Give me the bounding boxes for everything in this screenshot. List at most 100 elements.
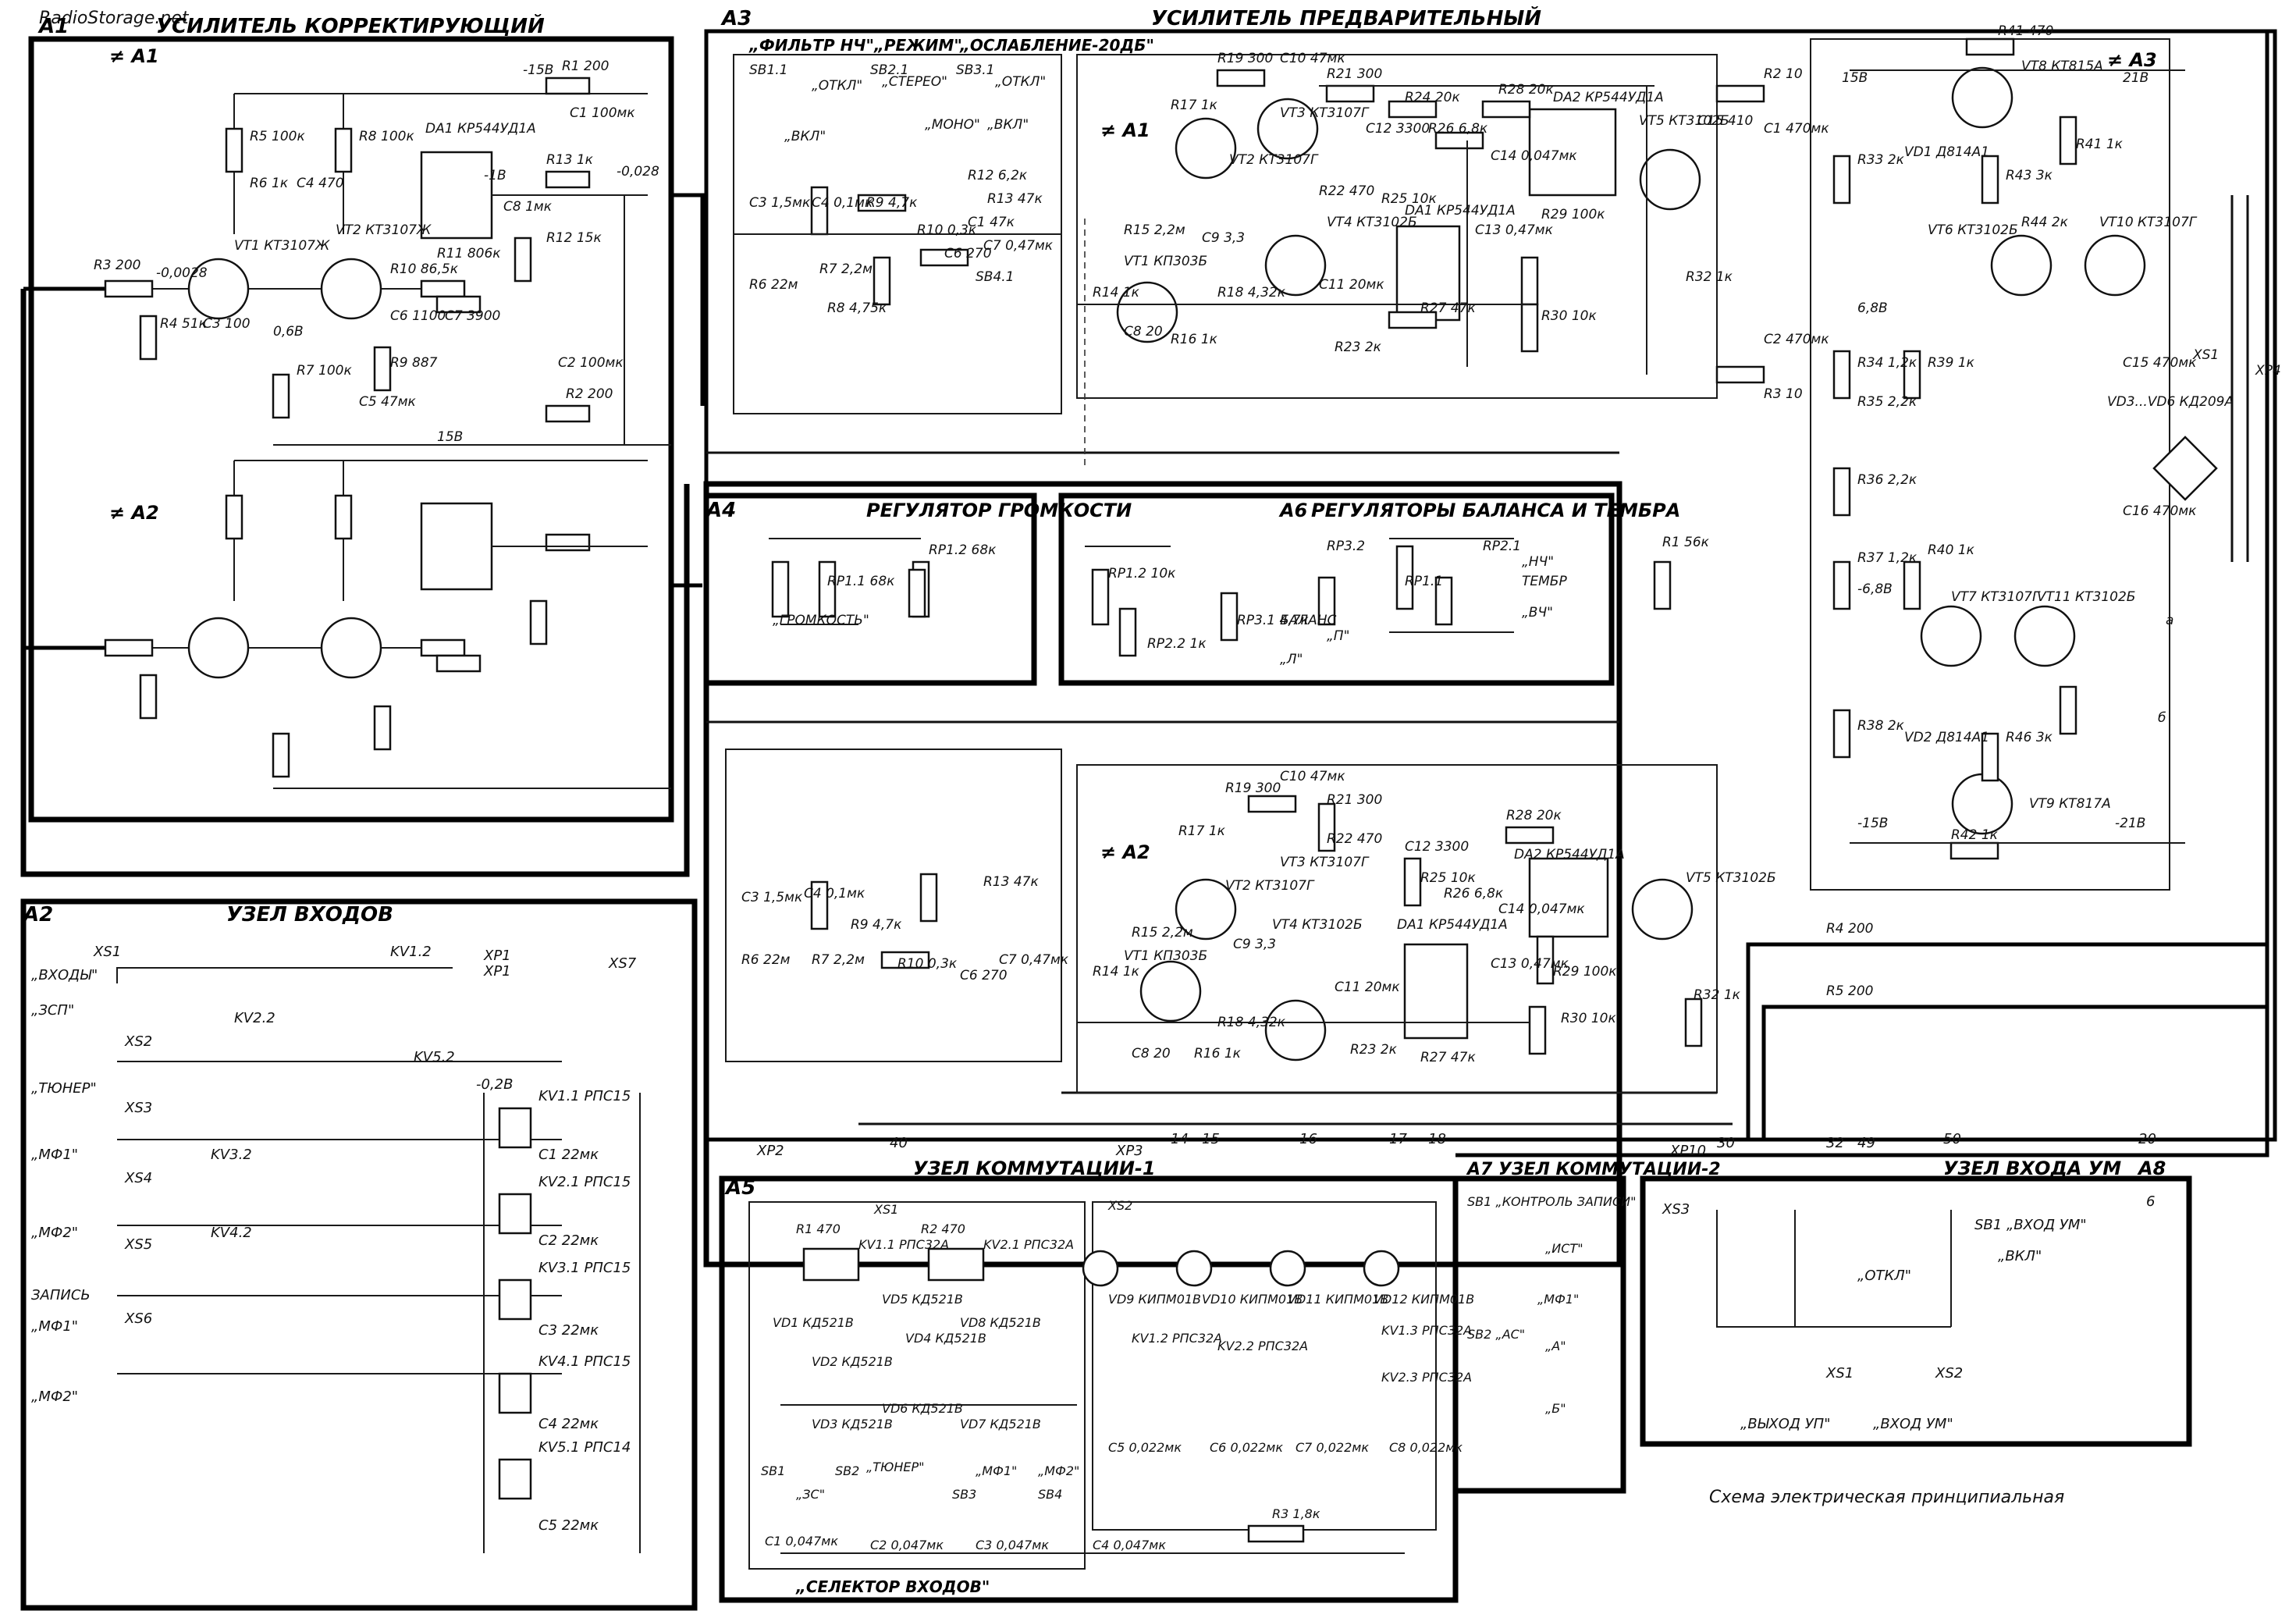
a4-labels: RP1.2 68к RP1.1 68к „ГРОМКОСТЬ" <box>773 542 997 628</box>
a5-c2: C2 0,047мк <box>870 1538 944 1552</box>
a3-r32: R32 1к <box>1686 269 1733 285</box>
conn-20: 20 <box>2138 1131 2156 1147</box>
a3-lower-labels: R19 300 C10 47мк R21 300 R17 1к VT3 КТ31… <box>741 769 1776 1065</box>
a6-rp31: RP3.1 4,7к <box>1237 613 1310 628</box>
a3l-r26: R26 6,8к <box>1444 886 1504 901</box>
a3-upper-labels: „ФИЛЬТР НЧ" „РЕЖИМ" „ОСЛАБЛЕНИЕ-20ДБ" „О… <box>748 36 1829 402</box>
a5-c8: C8 0,022мк <box>1389 1440 1463 1455</box>
conn-16: 16 <box>1299 1131 1317 1147</box>
a1-v-1: -1В <box>484 168 506 183</box>
a5-sb4: SB4 <box>1038 1487 1062 1502</box>
a6-drawing <box>1085 538 1672 657</box>
a2-in-inputs: „ВХОДЫ" <box>31 967 98 983</box>
a3l-r28: R28 20к <box>1506 808 1562 823</box>
a3l-c8: C8 20 <box>1132 1046 1171 1061</box>
a3-vt3: VT3 КТ3107Г <box>1280 105 1370 121</box>
a3-r22: R22 470 <box>1319 183 1374 199</box>
a3o-r46: R46 3к <box>2006 730 2053 745</box>
a1-da1: DA1 КР544УД1А <box>425 121 536 137</box>
a5-kv13: KV1.3 РПС32А <box>1381 1323 1472 1338</box>
a3l-c11: C11 20мк <box>1335 980 1400 995</box>
a3l-vt2: VT2 КТ3107Г <box>1225 878 1315 894</box>
a3o-r44: R44 2к <box>2021 215 2069 230</box>
a3l-r25: R25 10к <box>1420 870 1476 886</box>
a2-kv12: KV1.2 <box>390 944 432 960</box>
a5-r2: R2 470 <box>921 1222 965 1236</box>
a3o-r41b: R41 1к <box>2076 137 2124 152</box>
a3-r15: R15 2,2м <box>1124 222 1185 238</box>
a3l-r9: R9 4,7к <box>851 917 902 933</box>
a2-in-rec-mf2: „МФ2" <box>31 1389 78 1405</box>
a1-r8: R8 100к <box>359 129 414 144</box>
a3-r23: R23 2к <box>1335 340 1382 355</box>
a1-r6: R6 1к <box>250 176 289 191</box>
a5-c5: C5 0,022мк <box>1108 1440 1182 1455</box>
a5-kv23: KV2.3 РПС32А <box>1381 1370 1472 1385</box>
a3o-r39: R39 1к <box>1928 355 1975 371</box>
a6-rp32: RP3.2 <box>1327 539 1365 554</box>
a2-xs5: XS5 <box>124 1236 152 1253</box>
a3o-r4: R4 200 <box>1826 921 1873 937</box>
block-a2-frame <box>20 898 698 1611</box>
a4-rp12: RP1.2 68к <box>929 542 997 558</box>
a3l-r18: R18 4,32к <box>1217 1015 1286 1030</box>
block-a4-id: A4 <box>705 499 736 522</box>
a2-c4: C4 22мк <box>538 1416 599 1432</box>
conn-40: 40 <box>890 1135 908 1151</box>
a2-xs3: XS3 <box>124 1100 152 1116</box>
a3o-r36: R36 2,2к <box>1857 472 1917 488</box>
a3o-vneg21: -21В <box>2115 816 2145 831</box>
channel-mark-a3-out: ≠ A3 <box>2107 49 2157 71</box>
a5-r1: R1 470 <box>796 1222 841 1236</box>
a3o-r43: R43 3к <box>2006 168 2053 183</box>
a5-vd8: VD8 КД521В <box>960 1315 1041 1330</box>
a3-c7: C7 0,47мк <box>983 238 1054 254</box>
a6-left: „Л" <box>1280 652 1303 667</box>
a5-drawing <box>748 1201 1437 1570</box>
a3-sw-mono: „МОНО" <box>925 117 980 133</box>
a6-rp11: RP1.1 <box>1405 574 1443 589</box>
block-a6-id: A6 <box>1278 500 1307 521</box>
a1-channel-2 <box>104 460 671 789</box>
a5-vd4: VD4 КД521В <box>905 1331 986 1346</box>
a8-off: „ОТКЛ" <box>1857 1268 1911 1284</box>
a3o-r41: R41 470 <box>1998 23 2053 39</box>
a5-sb1: SB1 <box>761 1463 785 1478</box>
a3-r16: R16 1к <box>1171 332 1218 347</box>
a3o-r33: R33 2к <box>1857 152 1905 168</box>
a3o-vt8: VT8 КТ815А <box>2021 59 2103 74</box>
a3o-a: a <box>2166 613 2173 628</box>
a1-c8: C8 1мк <box>503 199 553 215</box>
a1-r2: R2 200 <box>566 386 613 402</box>
a2-kv42: KV4.2 <box>211 1225 252 1241</box>
a3o-vneg68: -6,8В <box>1857 581 1893 597</box>
a2-kv51: KV5.1 РПС14 <box>538 1439 631 1456</box>
a1-v-15: 15В <box>437 429 463 445</box>
a5-sb3: SB3 <box>952 1487 976 1502</box>
a3l-r30: R30 10к <box>1561 1011 1616 1026</box>
a4-drawing <box>769 538 930 625</box>
a3l-vt1: VT1 КП303Б <box>1124 948 1207 964</box>
conn-6: 6 <box>2146 1193 2155 1210</box>
block-a2-title: УЗЕЛ ВХОДОВ <box>226 903 393 926</box>
block-a3-id: A3 <box>720 7 752 30</box>
a3-sb11: SB1.1 <box>749 62 788 78</box>
block-a4-frame <box>703 493 1037 686</box>
a3l-c7: C7 0,47мк <box>999 952 1069 968</box>
a3-c6: C6 270 <box>944 246 992 261</box>
a3-r12: R12 6,2к <box>968 168 1028 183</box>
a2-c1: C1 22мк <box>538 1147 599 1163</box>
a1-c4: C4 470 <box>297 176 344 191</box>
a1-r12: R12 15к <box>546 230 602 246</box>
conn-xp10: XP10 <box>1669 1143 1706 1159</box>
a5-vd2: VD2 КД521В <box>812 1354 893 1369</box>
a1-v-neg15: -15В <box>523 62 553 78</box>
a2-kv32: KV3.2 <box>211 1147 252 1163</box>
a3l-c12: C12 3300 <box>1405 839 1469 855</box>
a5-selector: „СЕЛЕКТОР ВХОДОВ" <box>795 1577 990 1596</box>
a8-on: „ВКЛ" <box>1998 1248 2042 1264</box>
a3o-v21: 21В <box>2123 70 2149 86</box>
a3o-vt7: VT7 КТ3107Г <box>1951 589 2041 605</box>
a3-vt1: VT1 КП303Б <box>1124 254 1207 269</box>
a3-r30: R30 10к <box>1541 308 1597 324</box>
